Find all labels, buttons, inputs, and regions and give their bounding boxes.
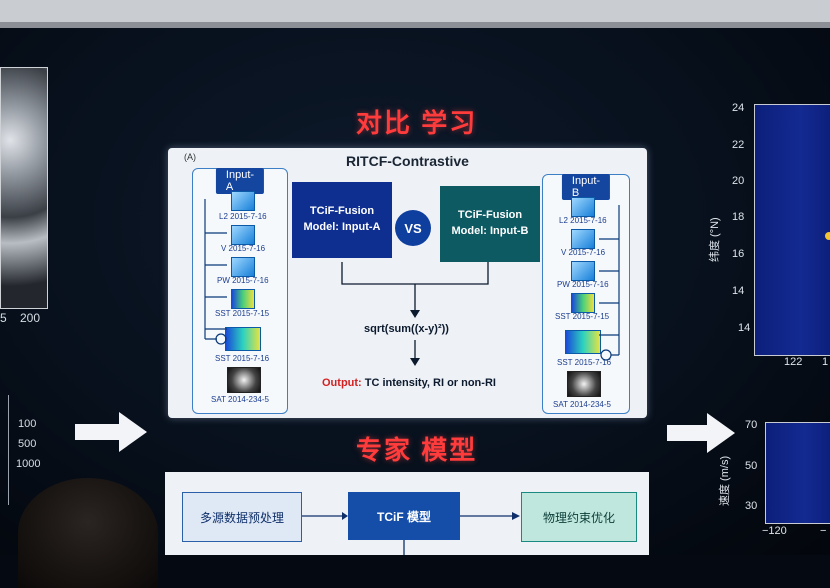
data-cube-icon <box>571 197 595 217</box>
input-b-header: Input-B <box>561 174 611 200</box>
output-line: Output: TC intensity, RI or non-RI <box>322 377 496 389</box>
audience-head <box>18 478 158 588</box>
right-arrow-icon <box>75 412 147 452</box>
tick-label: 200 <box>20 311 41 325</box>
card-title: RITCF-Contrastive <box>346 153 469 169</box>
y-tick: 50 <box>745 460 758 472</box>
connector-lines <box>599 205 620 361</box>
pipeline-arrows <box>302 512 520 555</box>
contrastive-card: (A) RITCF-Contrastive Input-A L2 2015-7-… <box>168 148 647 418</box>
output-label: Output: <box>322 377 362 389</box>
sst-cube-icon <box>571 293 595 313</box>
data-cube-icon <box>231 191 255 211</box>
x-tick: − <box>820 525 827 537</box>
y-tick: 22 <box>732 139 745 151</box>
data-cube-icon <box>571 261 595 281</box>
model-b-name: TCiF-Fusion <box>457 209 523 222</box>
model-a-name: TCiF-Fusion <box>309 205 375 218</box>
z-tick-label: 100 <box>18 418 37 430</box>
input-item: PW 2015-7-16 <box>557 280 609 289</box>
storm-marker <box>825 232 830 240</box>
input-item: SAT 2014-234-5 <box>211 395 269 404</box>
x-tick: 1 <box>822 356 829 368</box>
input-item: SST 2015-7-15 <box>215 309 270 318</box>
y-tick: 20 <box>732 175 745 187</box>
speed-plot <box>765 422 830 524</box>
model-a-input: Model: Input-A <box>303 221 381 233</box>
y-tick: 14 <box>738 322 751 334</box>
expert-model-title: 专家 模型 <box>356 435 478 465</box>
contrastive-learning-title: 对比 学习 <box>356 108 478 138</box>
y-tick: 30 <box>745 500 758 512</box>
sst-volume-icon <box>565 330 601 354</box>
input-item: SST 2015-7-16 <box>215 354 270 363</box>
top-bar <box>0 0 830 28</box>
tcif-model-box: TCiF 模型 <box>348 492 460 540</box>
x-tick: −120 <box>762 525 787 537</box>
preprocessing-box: 多源数据预处理 <box>182 492 302 542</box>
y-axis-label: 纬度 (°N) <box>709 217 721 262</box>
data-cube-icon <box>231 225 255 245</box>
input-item: L2 2015-7-16 <box>559 216 607 225</box>
input-item: SAT 2014-234-5 <box>553 400 611 409</box>
y-tick: 14 <box>732 285 745 297</box>
output-text: TC intensity, RI or non-RI <box>364 377 496 389</box>
input-a-column: Input-A L2 2015-7-16 V 2015-7-16 PW 2015… <box>192 168 288 414</box>
input-item: L2 2015-7-16 <box>219 212 267 221</box>
sst-cube-icon <box>231 289 255 309</box>
merge-arrows <box>341 262 489 366</box>
x-tick: 122 <box>784 356 803 368</box>
expert-pipeline-panel: 多源数据预处理 TCiF 模型 物理约束优化 <box>165 472 649 555</box>
y-tick: 24 <box>732 102 745 114</box>
input-item: V 2015-7-16 <box>561 248 606 257</box>
connector-lines <box>204 199 227 345</box>
axis-line <box>8 395 9 505</box>
satellite-thumb-icon <box>227 367 261 393</box>
input-b-column: Input-B L2 2015-7-16 V 2015-7-16 PW 2015… <box>542 174 630 414</box>
latitude-plot <box>754 104 830 356</box>
input-item: V 2015-7-16 <box>221 244 266 253</box>
input-a-header: Input-A <box>215 168 265 194</box>
y-tick: 70 <box>745 419 758 431</box>
model-b-input: Model: Input-B <box>451 225 529 237</box>
input-item: SST 2015-7-16 <box>557 358 612 367</box>
z-tick-label: 500 <box>18 438 37 450</box>
y-tick: 16 <box>732 248 745 260</box>
sst-volume-icon <box>225 327 261 351</box>
panel-tag: (A) <box>184 152 196 162</box>
distance-formula: sqrt(sum((x-y)²)) <box>364 323 449 335</box>
tick-label: 5 <box>0 311 7 325</box>
right-arrow-icon <box>667 413 735 453</box>
vs-badge: VS <box>395 210 431 246</box>
satellite-image <box>0 67 48 309</box>
y-axis-label: 速度 (m/s) <box>719 455 731 506</box>
y-tick: 18 <box>732 211 745 223</box>
data-cube-icon <box>231 257 255 277</box>
input-item: SST 2015-7-15 <box>555 312 610 321</box>
z-tick-label: 1000 <box>16 458 41 470</box>
physics-optimization-box: 物理约束优化 <box>521 492 637 542</box>
input-item: PW 2015-7-16 <box>217 276 269 285</box>
data-cube-icon <box>571 229 595 249</box>
satellite-thumb-icon <box>567 371 601 397</box>
